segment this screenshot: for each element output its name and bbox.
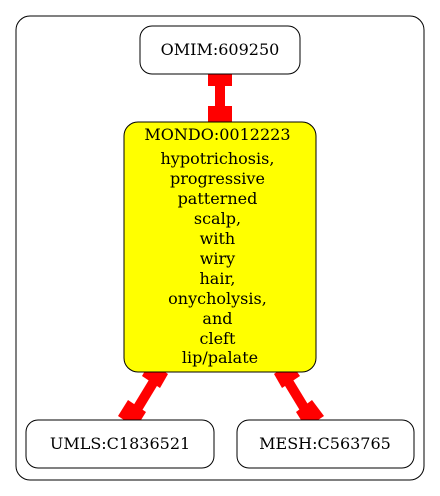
node-mesh-label: MESH:C563765 xyxy=(259,434,391,453)
node-mondo-line: wiry xyxy=(200,249,236,268)
node-mondo-line: hypotrichosis, xyxy=(160,149,274,168)
node-omim-label: OMIM:609250 xyxy=(161,40,280,59)
node-mondo-line: lip/palate xyxy=(182,348,258,367)
node-mondo-line: and xyxy=(202,309,232,328)
node-mondo-label: MONDO:0012223 hypotrichosis, progressive… xyxy=(144,125,295,367)
node-mondo-line: MONDO:0012223 xyxy=(144,125,290,144)
node-mondo-line: with xyxy=(200,229,236,248)
node-omim[interactable]: OMIM:609250 xyxy=(139,25,301,75)
node-mondo-line: cleft xyxy=(200,329,236,348)
node-mondo-line: progressive xyxy=(170,169,265,188)
node-mondo[interactable]: MONDO:0012223 hypotrichosis, progressive… xyxy=(123,121,317,373)
node-mondo-line: onycholysis, xyxy=(168,289,267,308)
node-mesh[interactable]: MESH:C563765 xyxy=(236,419,415,469)
node-mondo-line: scalp, xyxy=(194,209,241,228)
node-umls[interactable]: UMLS:C1836521 xyxy=(25,419,215,469)
node-mondo-line: patterned xyxy=(178,189,258,208)
node-mondo-line: hair, xyxy=(199,269,235,288)
node-umls-label: UMLS:C1836521 xyxy=(50,434,190,453)
